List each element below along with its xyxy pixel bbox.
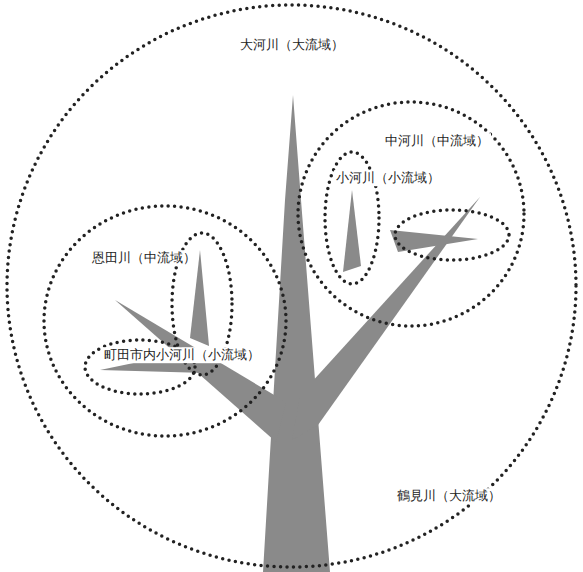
basin-label: 鶴見川（大流域） <box>395 488 503 504</box>
basin-area: 大河川（大流域）鶴見川（大流域）中河川（中流域）小河川（小流域）恩田川（中流域） <box>5 3 578 569</box>
basin-area: 中河川（中流域）小河川（小流域） <box>296 100 526 328</box>
basin-area: 小河川（小流域） <box>323 150 381 286</box>
basin-label: 恩田川（中流域） <box>90 250 198 266</box>
basin-label: 中河川（中流域） <box>383 133 491 149</box>
basin-outline <box>5 3 578 569</box>
basin-label: 大河川（大流域） <box>238 37 346 53</box>
basin-label: 小河川（小流域） <box>334 170 442 186</box>
basin-area: 恩田川（中流域） <box>42 204 288 438</box>
river-label: 町田市内小河川（小流域） <box>102 347 262 363</box>
basin-outline <box>42 204 288 438</box>
